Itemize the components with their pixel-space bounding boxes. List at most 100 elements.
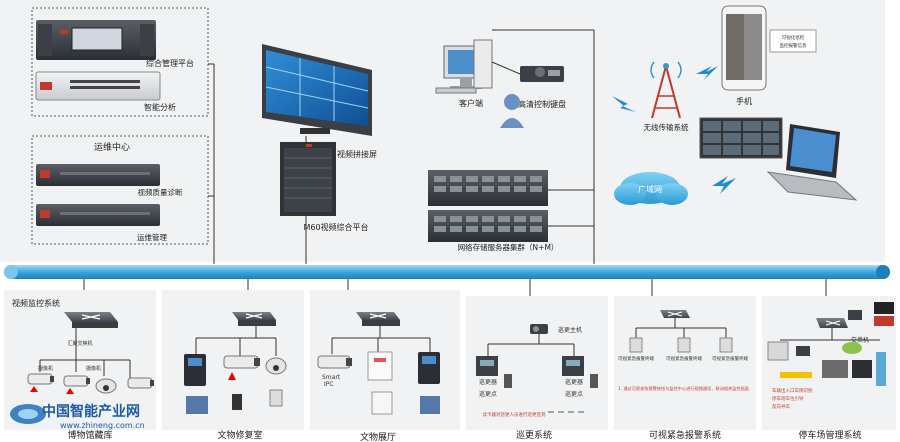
patrol-point-left-label: 巡更点: [479, 390, 497, 398]
dome-camera-icon[interactable]: [95, 378, 117, 394]
patrol-wand-icon: [590, 374, 598, 388]
ops-management-label: 运维管理: [137, 232, 167, 242]
analysis-server[interactable]: [35, 71, 161, 101]
quality-diagnosis-label: 视频质量诊断: [138, 187, 183, 197]
storage-cluster[interactable]: [428, 170, 548, 242]
aggregation-switch[interactable]: [64, 312, 118, 328]
mobile-phone[interactable]: 可视化巡检 监控报警信息: [721, 5, 817, 91]
smart-ipc-camera[interactable]: [317, 355, 352, 369]
barrier-icon: [780, 372, 812, 378]
patrol-reader-icon[interactable]: [476, 356, 498, 376]
led-display-icon: [874, 316, 894, 326]
management-platform-server[interactable]: [36, 20, 156, 60]
arrow-icon: [30, 386, 38, 392]
watermark-text: 中国智能产业网: [42, 403, 140, 420]
monitor-display[interactable]: [699, 117, 783, 159]
alarm-switch[interactable]: [660, 310, 690, 318]
video-subsystem-wires: [39, 328, 131, 378]
alarm-terminal-icon[interactable]: [629, 337, 643, 353]
camera-icon[interactable]: [127, 377, 154, 389]
arrow-icon: [228, 372, 236, 380]
m60-platform[interactable]: [280, 142, 336, 216]
management-platform-label: 综合管理平台: [146, 58, 194, 68]
connector: [491, 61, 521, 75]
alarm-item-1: 可视紧急报警终端: [618, 355, 654, 362]
alarm-terminal-icon[interactable]: [677, 337, 691, 353]
watermark: 中国智能产业网 www.zhineng.com.cn: [10, 403, 145, 430]
storage-label: 网络存储服务器集群（N+M）: [458, 242, 559, 252]
patrol-host-label: 巡更主机: [558, 326, 582, 334]
ops-management-server[interactable]: [36, 204, 160, 226]
panel-alarm: [614, 296, 756, 430]
card-reader-icon: [420, 396, 440, 414]
quality-diagnosis-server[interactable]: [36, 164, 160, 186]
ops-center-group: 运维中心 视频质量诊断 运维管理: [31, 135, 209, 245]
car-icon: [822, 360, 848, 378]
lightning-icon: [612, 96, 636, 112]
phone-label: 手机: [736, 96, 752, 106]
museum-storage-label: 博物馆藏库: [67, 429, 112, 441]
patrol-node-right-label: 巡更器: [565, 378, 583, 386]
smart-ipc-label-2: IPC: [324, 381, 334, 388]
patrol-point-right-label: 巡更点: [565, 390, 583, 398]
conservation-room-label: 文物修复室: [217, 429, 262, 441]
exhibition-wires: [331, 326, 431, 354]
gate-box-icon[interactable]: [767, 341, 789, 361]
ops-center-title: 运维中心: [94, 141, 130, 153]
video-subsystem-title: 视频监控系统: [12, 298, 60, 308]
alarm-item-2: 可视紧急报警终端: [666, 355, 702, 362]
kiosk-icon[interactable]: [852, 360, 872, 378]
platform-group: 综合管理平台 智能分析: [31, 7, 209, 117]
lightning-icon: [696, 66, 718, 80]
keyboard-label: 高清控制键盘: [518, 99, 566, 109]
ops-center-frame: [31, 135, 209, 245]
camera-label-b: 摄像机: [86, 365, 101, 372]
operator-avatar: [500, 94, 524, 128]
camera-icon[interactable]: [796, 346, 810, 356]
patrol-wires: [487, 334, 575, 356]
parking-switch[interactable]: [816, 318, 848, 328]
conservation-wires: [195, 326, 277, 356]
conservation-switch[interactable]: [232, 312, 276, 326]
patrol-node-left-label: 巡更器: [479, 378, 497, 386]
hd-control-keyboard[interactable]: [520, 66, 564, 82]
access-panel-icon[interactable]: [184, 354, 206, 386]
video-wall[interactable]: [262, 44, 372, 136]
card-reader-icon: [186, 396, 208, 414]
arrow-icon: [66, 388, 74, 394]
camera-icon[interactable]: [223, 355, 260, 369]
access-panel-icon[interactable]: [418, 352, 440, 384]
watermark-url: www.zhineng.com.cn: [60, 421, 145, 430]
patrol-reader-icon[interactable]: [562, 356, 584, 376]
wireless-label: 无线传输系统: [644, 122, 689, 132]
camera-label-a: 摄像机: [38, 365, 53, 372]
display-case-icon: [367, 351, 393, 415]
alarm-item-3: 可视紧急报警终端: [712, 355, 748, 362]
patrol-wand-icon: [504, 374, 512, 388]
parking-system-label: 停车场管理系统: [798, 429, 861, 441]
dome-camera-icon[interactable]: [265, 357, 287, 375]
lightning-icon: [712, 176, 736, 194]
exhibition-switch[interactable]: [356, 312, 400, 326]
analysis-label: 智能分析: [144, 102, 176, 112]
wireless-tower: [650, 61, 682, 119]
parking-controller-icon: [848, 310, 862, 320]
parking-note-2: 停车场车位引导: [772, 395, 804, 402]
parking-note-3: 反向寻车: [772, 403, 790, 410]
client-workstation[interactable]: [435, 39, 493, 94]
alarm-note: 1. 通过可视紧急报警按钮与监控中心进行视频通话，联动相关监控画面: [618, 385, 749, 392]
phone-line-1: 可视化巡检: [782, 34, 805, 41]
laptop[interactable]: [766, 124, 858, 201]
smart-ipc-label-1: Smart: [322, 374, 341, 381]
camera-icon[interactable]: [63, 375, 90, 387]
guidance-terminal-icon[interactable]: [876, 352, 886, 386]
alarm-terminal-icon[interactable]: [719, 337, 733, 353]
led-display-icon: [874, 302, 894, 314]
exhibition-hall-label: 文物展厅: [360, 431, 396, 442]
camera-icon[interactable]: [27, 373, 54, 385]
switch-label: 汇聚交换机: [67, 340, 92, 347]
patrol-host-device[interactable]: [530, 324, 548, 334]
client-label: 客户端: [459, 98, 483, 108]
patrol-note: 读卡器对巡更人员进行巡更签到: [483, 411, 546, 418]
